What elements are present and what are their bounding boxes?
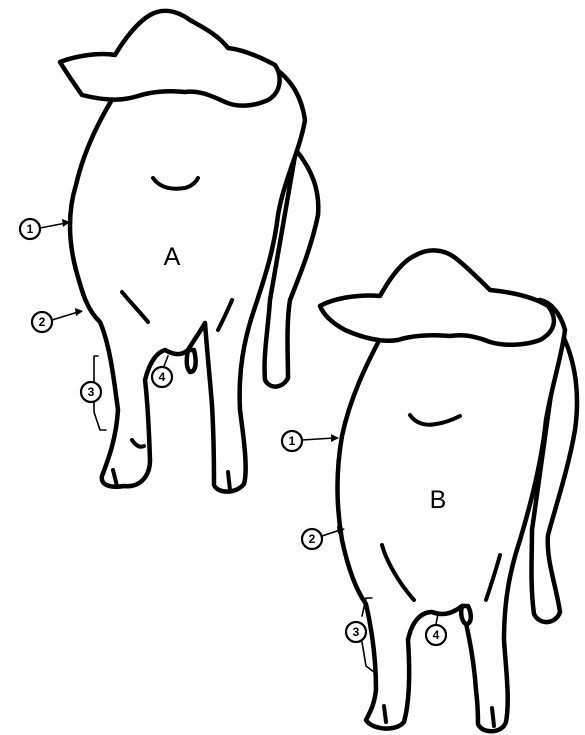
cow-a: A 1 2 3 4 [18,8,321,494]
cow-b-hoof-left [382,704,388,724]
cow-b-marker-2: 2 [300,527,324,551]
cow-a-hoof-left [111,468,119,488]
cow-b-body [335,297,568,734]
cow-a-far-leg [262,147,321,389]
cow-b-arrow-4 [435,613,439,625]
svg-text:3: 3 [353,625,360,639]
cow-a-teat [184,347,198,375]
cow-a-marker-4: 4 [150,365,174,389]
svg-text:2: 2 [309,532,316,546]
cow-b-arrowhead-2 [337,526,345,534]
cow-a-marker-1: 1 [18,217,42,241]
cow-a-body [67,62,308,494]
cow-a-leg-line-right [216,298,234,332]
cow-b-leg-line [380,543,416,602]
cow-a-tailhead [151,176,200,191]
svg-text:1: 1 [289,434,296,448]
cow-a-leg-line [120,290,150,324]
cow-a-head [57,8,282,108]
cow-b-marker-3: 3 [344,620,368,644]
cow-b-arrow-1 [301,437,335,441]
cow-b-arrowhead-1 [331,434,339,442]
cow-b-leg-line-right [484,553,502,602]
svg-text:4: 4 [433,628,440,642]
cow-a-marker-2: 2 [30,310,54,334]
cow-a-arrow-4 [163,355,169,367]
cow-b-marker-1: 1 [280,429,304,453]
cow-a-arrow-2 [51,311,79,321]
svg-text:3: 3 [88,385,95,399]
cow-b-letter: B [430,486,447,514]
cow-b-head [317,248,556,347]
cow-b-marker-4: 4 [424,623,448,647]
svg-text:4: 4 [159,370,166,384]
cow-b-teat [458,603,473,627]
cow-b-tailhead [408,413,462,427]
cow-b-far-leg [529,327,580,625]
cow-a-arrow-1 [39,222,67,229]
cow-b-arrow-2 [321,529,341,537]
cow-a-arrowhead-2 [75,308,83,316]
cow-a-bracket-3 [93,355,107,431]
cow-b-hoof-right [490,706,496,728]
cow-b: B 1 2 3 4 [280,248,580,734]
cow-a-arrowhead-1 [62,219,70,227]
cow-b-bracket-3 [361,597,375,673]
cow-a-marker-3: 3 [79,380,103,404]
cow-a-letter: A [164,243,181,271]
svg-text:2: 2 [39,315,46,329]
cow-a-dewclaw [130,438,146,449]
svg-text:1: 1 [27,222,34,236]
cow-a-hoof-right [226,470,232,492]
